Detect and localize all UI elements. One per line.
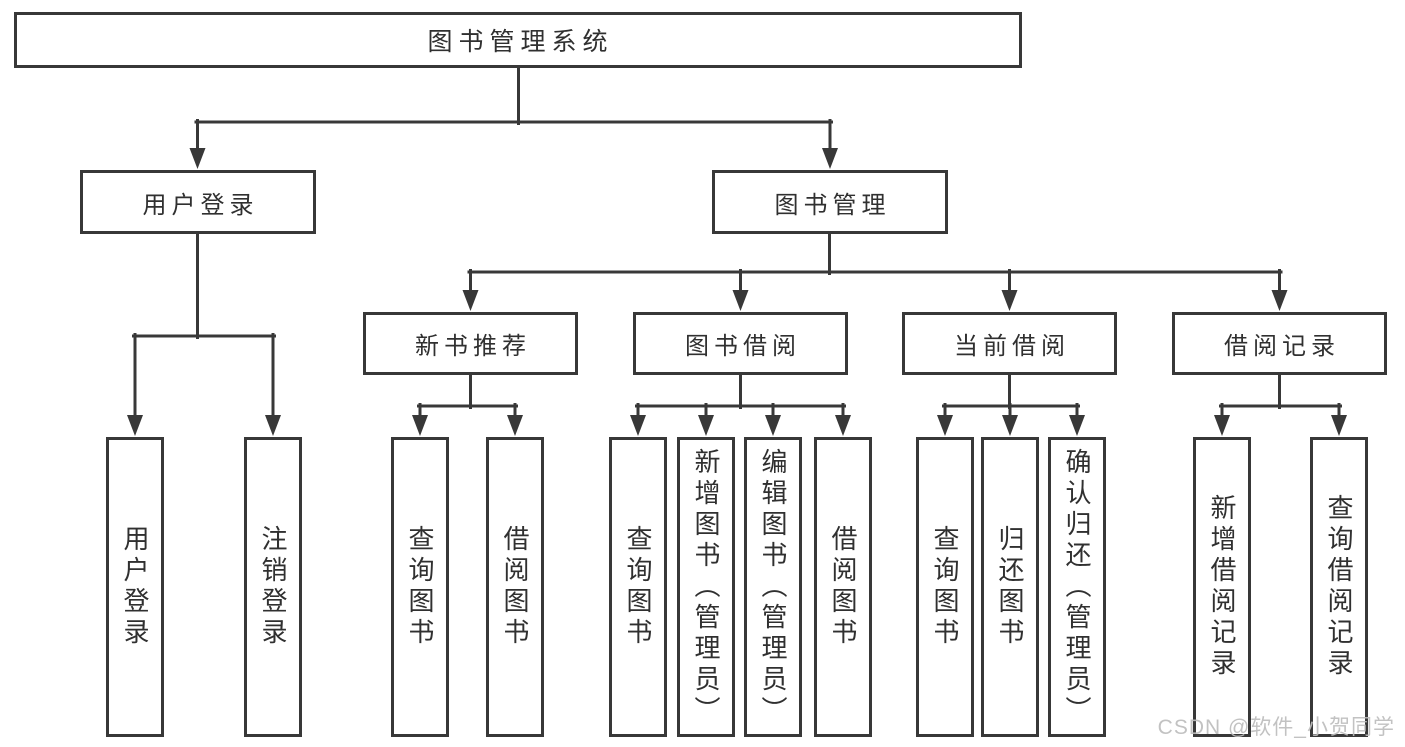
leaf-logout-label: 注销登录 (258, 525, 288, 649)
branch-user-login: 用户登录 (80, 170, 316, 234)
leaf-query-books-borrow: 查询图书 (609, 437, 667, 737)
leaf-query-books-recommend-label: 查询图书 (405, 525, 435, 649)
node-root-label: 图书管理系统 (427, 28, 614, 56)
leaf-confirm-return-admin: 确认归还（管理员） (1048, 437, 1106, 737)
leaf-edit-book-admin: 编辑图书（管理员） (744, 437, 802, 737)
leaf-query-borrow-record-label: 查询借阅记录 (1324, 494, 1354, 680)
leaf-user-login: 用户登录 (106, 437, 164, 737)
leaf-add-borrow-record-label: 新增借阅记录 (1207, 494, 1237, 680)
leaf-query-books-recommend: 查询图书 (391, 437, 449, 737)
leaf-query-books-borrow-label: 查询图书 (623, 525, 653, 649)
leaf-logout: 注销登录 (244, 437, 302, 737)
group-new-book-recommend: 新书推荐 (363, 312, 578, 375)
group-book-borrow: 图书借阅 (633, 312, 848, 375)
branch-book-management: 图书管理 (712, 170, 948, 234)
leaf-add-book-admin-label: 新增图书（管理员） (691, 447, 721, 727)
leaf-borrow-books-recommend: 借阅图书 (486, 437, 544, 737)
group-book-borrow-label: 图书借阅 (685, 333, 801, 360)
leaf-borrow-book: 借阅图书 (814, 437, 872, 737)
leaf-add-borrow-record: 新增借阅记录 (1193, 437, 1251, 737)
group-current-borrow: 当前借阅 (902, 312, 1117, 375)
leaf-edit-book-admin-label: 编辑图书（管理员） (758, 447, 788, 727)
branch-user-login-label: 用户登录 (142, 191, 259, 219)
leaf-borrow-books-recommend-label: 借阅图书 (500, 525, 530, 649)
group-new-book-recommend-label: 新书推荐 (415, 333, 531, 360)
arrowhead-icons (127, 148, 1347, 436)
leaf-borrow-book-label: 借阅图书 (828, 525, 858, 649)
leaf-confirm-return-admin-label: 确认归还（管理员） (1062, 447, 1092, 727)
leaf-return-book: 归还图书 (981, 437, 1039, 737)
branch-book-management-label: 图书管理 (774, 191, 891, 219)
leaf-query-books-current: 查询图书 (916, 437, 974, 737)
csdn-watermark: CSDN @软件_小贺同学 (1157, 716, 1395, 739)
leaf-query-books-current-label: 查询图书 (930, 525, 960, 649)
group-borrow-records: 借阅记录 (1172, 312, 1387, 375)
leaf-add-book-admin: 新增图书（管理员） (677, 437, 735, 737)
node-root: 图书管理系统 (14, 12, 1022, 68)
group-current-borrow-label: 当前借阅 (954, 333, 1070, 360)
leaf-user-login-label: 用户登录 (120, 525, 150, 649)
leaf-query-borrow-record: 查询借阅记录 (1310, 437, 1368, 737)
tree-edges (132, 66, 1342, 421)
group-borrow-records-label: 借阅记录 (1224, 333, 1340, 360)
leaf-return-book-label: 归还图书 (995, 525, 1025, 649)
